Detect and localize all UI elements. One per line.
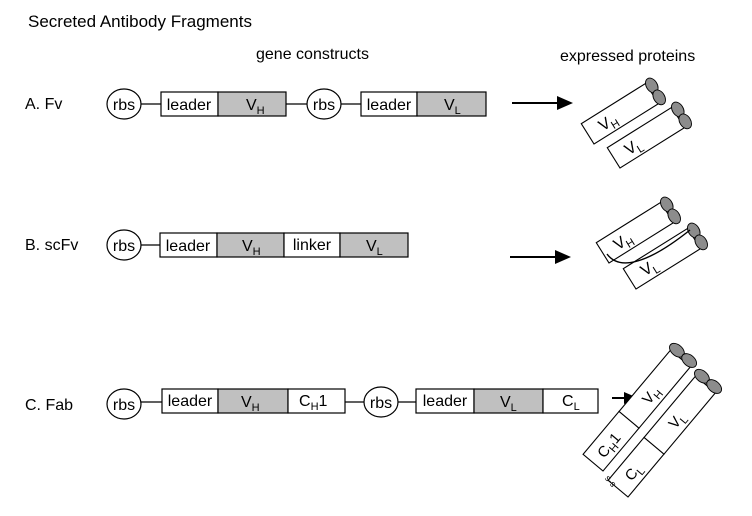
cl-label: CL	[562, 393, 580, 413]
rbs-label: rbs	[370, 395, 392, 412]
vl-box	[416, 91, 487, 117]
fv-protein: VH VL	[580, 77, 692, 169]
c-letter: C	[562, 393, 574, 410]
ch1-label: CH1	[299, 393, 328, 413]
gene-constructs-heading: gene constructs	[256, 46, 369, 63]
vl-box	[339, 232, 409, 258]
v-letter: V	[444, 97, 455, 114]
scfv-construct	[106, 229, 409, 261]
vl-domain: VL	[606, 101, 692, 169]
c-letter: C	[299, 393, 311, 410]
leader-label: leader	[168, 393, 213, 410]
cl-box	[542, 388, 599, 414]
vl-label: VL	[444, 97, 461, 117]
vl-label: VL	[366, 238, 383, 258]
rbs-label: rbs	[313, 97, 335, 114]
v-letter: V	[242, 238, 253, 255]
rbs-circle	[106, 388, 142, 420]
l-subscript: L	[651, 263, 663, 276]
v-letter: V	[246, 97, 257, 114]
fv-construct	[106, 88, 487, 120]
leader-label: leader	[167, 97, 212, 114]
l-subscript: L	[635, 142, 647, 155]
vh-box	[217, 388, 289, 414]
leader-label: leader	[423, 393, 468, 410]
scfv-protein: VH VL	[595, 196, 708, 290]
heavy-chain: CH1 VH	[582, 342, 698, 472]
vh-label: VH	[242, 238, 261, 258]
h-subscript: H	[253, 246, 261, 258]
vh-box	[217, 91, 287, 117]
scfv-construct-labels: rbs leader VH linker VL	[113, 237, 383, 258]
vh-domain: VH	[595, 196, 681, 264]
row-label-fab: C. Fab	[25, 397, 73, 414]
leader-box	[161, 388, 219, 414]
light-chain: CL VL	[607, 368, 723, 498]
leader-label: leader	[166, 238, 211, 255]
leader-box	[360, 91, 418, 117]
figure-title: Secreted Antibody Fragments	[28, 12, 252, 31]
vh-domain	[618, 349, 692, 429]
leader-box	[160, 91, 219, 117]
row-label-fv: A. Fv	[25, 96, 62, 113]
rbs-label: rbs	[113, 397, 135, 414]
l-subscript: L	[511, 402, 517, 414]
fab-protein: CH1 VH CL VL s-s	[582, 342, 723, 498]
vh-label: VH	[241, 394, 260, 414]
linker-label: linker	[293, 237, 332, 254]
expressed-proteins-heading: expressed proteins	[560, 48, 695, 65]
ch1-box	[287, 388, 346, 414]
arrow-scfv	[510, 250, 571, 264]
domain-number: 1	[319, 393, 328, 410]
v-letter: V	[241, 394, 252, 411]
rbs-label: rbs	[113, 97, 135, 114]
fab-construct-labels: rbs leader VH CH1 rbs leader VL CL	[113, 393, 580, 414]
l-subscript: L	[574, 401, 580, 413]
linker-curve	[606, 229, 691, 264]
l-subscript: L	[377, 246, 383, 258]
l-subscript: L	[455, 105, 461, 117]
fab-construct	[106, 386, 599, 420]
arrow-fv	[512, 96, 573, 110]
rbs-label: rbs	[113, 238, 135, 255]
vl-domain: VL	[622, 222, 708, 290]
row-label-scfv: B. scFv	[25, 237, 78, 254]
fv-construct-labels: rbs leader VH rbs leader VL	[113, 97, 461, 117]
h-subscript: H	[257, 105, 265, 117]
vh-box	[216, 232, 285, 258]
leader-label: leader	[367, 97, 412, 114]
v-letter: V	[366, 238, 377, 255]
vl-domain	[643, 375, 717, 455]
linker-box	[283, 232, 341, 258]
vl-box	[473, 388, 544, 414]
vh-domain: VH	[580, 77, 666, 145]
h-subscript: H	[311, 401, 319, 413]
h-subscript: H	[252, 402, 260, 414]
vl-label: VL	[500, 394, 517, 414]
vh-label: VH	[246, 97, 265, 117]
v-letter: V	[500, 394, 511, 411]
